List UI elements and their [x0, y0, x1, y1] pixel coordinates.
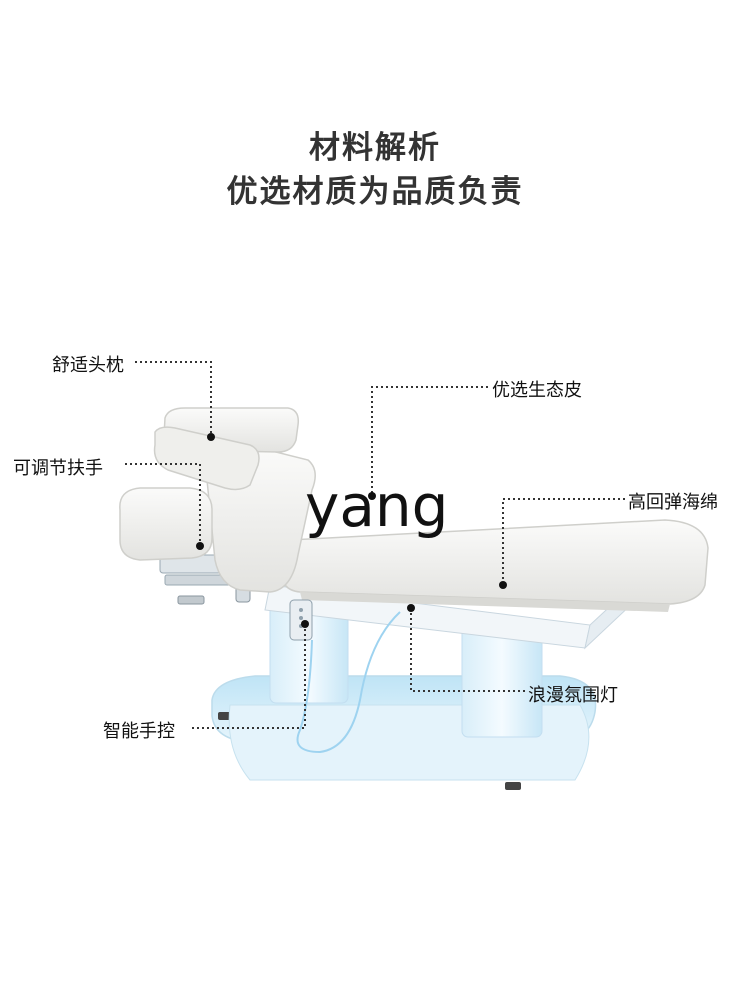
- remote-controller: [289, 599, 401, 754]
- callout-armrest-label: 可调节扶手: [13, 458, 103, 479]
- callout-dots: [196, 433, 507, 628]
- callout-leather-label: 优选生态皮: [492, 380, 582, 401]
- callout-sponge-label: 高回弹海绵: [628, 492, 718, 513]
- light-callout-dot: [407, 604, 415, 612]
- heading-line-1: 材料解析: [309, 130, 441, 166]
- main-cushion: [281, 519, 709, 612]
- heading-line-2: 优选材质为品质负责: [226, 174, 524, 210]
- armrest-callout-dot: [196, 542, 204, 550]
- sponge-callout-dot: [499, 581, 507, 589]
- headrest-callout-line: [135, 361, 212, 437]
- leather-callout-line: [371, 386, 488, 496]
- callout-lines: [125, 361, 625, 729]
- sponge-callout-line: [502, 498, 625, 585]
- callout-light-label: 浪漫氛围灯: [528, 685, 618, 706]
- callout-headrest-label: 舒适头枕: [52, 355, 124, 376]
- headrest-callout-dot: [207, 433, 215, 441]
- armrest-cushion: [119, 487, 213, 561]
- leather-callout-dot: [368, 492, 376, 500]
- headrest: [153, 407, 300, 491]
- callout-remote-label: 智能手控: [103, 721, 175, 742]
- watermark-text: yang: [305, 472, 449, 540]
- remote-callout-dot: [301, 620, 309, 628]
- armrest-callout-line: [125, 463, 201, 546]
